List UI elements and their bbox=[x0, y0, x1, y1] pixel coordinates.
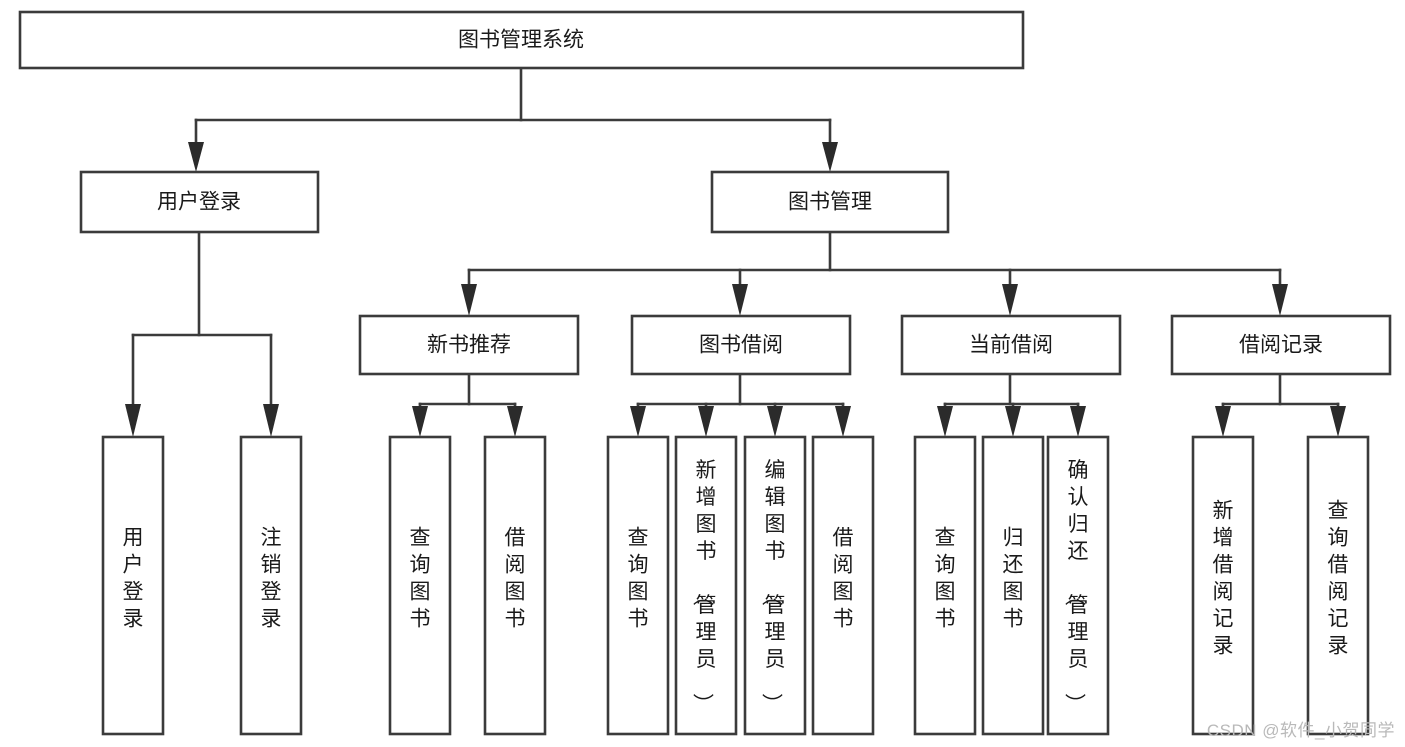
node-leaf-add-record-box[interactable] bbox=[1191, 435, 1255, 736]
arrow-head-leaf-borrow-book-2 bbox=[835, 406, 851, 437]
node-leaf-query-record-box[interactable] bbox=[1306, 435, 1370, 736]
arrow-head-leaf-query-book-1 bbox=[412, 406, 428, 437]
node-leaf-query-book-3-box[interactable] bbox=[913, 435, 977, 736]
node-root-box[interactable] bbox=[18, 10, 1025, 70]
node-leaf-edit-book-label: 编辑图书（管理员） bbox=[760, 459, 786, 714]
node-book-borrow-box[interactable] bbox=[630, 314, 852, 376]
node-leaf-return-book[interactable]: 归还图书 bbox=[981, 435, 1045, 736]
node-current-borrow-box[interactable] bbox=[900, 314, 1122, 376]
node-leaf-user-login[interactable]: 用户登录 bbox=[101, 435, 165, 736]
node-leaf-confirm-return-box[interactable] bbox=[1046, 435, 1110, 736]
node-book-manage-label: 图书管理 bbox=[788, 191, 872, 214]
node-current-borrow-label: 当前借阅 bbox=[969, 334, 1053, 357]
node-new-book-recommend-box[interactable] bbox=[358, 314, 580, 376]
arrow-head-leaf-add-record bbox=[1215, 406, 1231, 437]
arrow-head-new-book-recommend bbox=[461, 284, 477, 316]
arrow-head-leaf-return-book bbox=[1005, 406, 1021, 437]
node-leaf-add-book-label: 新增图书（管理员） bbox=[691, 459, 717, 714]
node-user-login-label: 用户登录 bbox=[157, 191, 241, 214]
arrow-head-leaf-confirm-return bbox=[1070, 406, 1086, 437]
connector-group-new-book-recommend bbox=[412, 372, 523, 437]
node-current-borrow[interactable]: 当前借阅 bbox=[900, 314, 1122, 376]
connector-group-root bbox=[188, 66, 838, 172]
node-leaf-confirm-return-label: 确认归还（管理员） bbox=[1063, 459, 1089, 714]
node-new-book-recommend[interactable]: 新书推荐 bbox=[358, 314, 580, 376]
arrow-head-leaf-query-book-3 bbox=[937, 406, 953, 437]
arrow-head-leaf-user-logout bbox=[263, 404, 279, 437]
node-leaf-borrow-book-2[interactable]: 借阅图书 bbox=[811, 435, 875, 736]
node-borrow-record-box[interactable] bbox=[1170, 314, 1392, 376]
node-leaf-add-record-label: 新增借阅记录 bbox=[1213, 500, 1234, 658]
arrow-head-book-borrow bbox=[732, 284, 748, 316]
node-new-book-recommend-label: 新书推荐 bbox=[427, 334, 511, 357]
arrow-head-leaf-borrow-book-1 bbox=[507, 406, 523, 437]
node-leaf-borrow-book-1-label: 借阅图书 bbox=[505, 527, 526, 631]
node-leaf-borrow-book-2-box[interactable] bbox=[811, 435, 875, 736]
node-leaf-add-record[interactable]: 新增借阅记录 bbox=[1191, 435, 1255, 736]
node-book-manage[interactable]: 图书管理 bbox=[710, 170, 950, 234]
node-leaf-query-book-1-label: 查询图书 bbox=[410, 527, 431, 631]
node-leaf-query-book-1[interactable]: 查询图书 bbox=[388, 435, 452, 736]
connector-group-borrow-record bbox=[1215, 372, 1346, 437]
node-leaf-return-book-box[interactable] bbox=[981, 435, 1045, 736]
node-leaf-confirm-return[interactable]: 确认归还（管理员） bbox=[1046, 435, 1110, 736]
arrow-head-leaf-query-book-2 bbox=[630, 406, 646, 437]
node-leaf-user-logout-box[interactable] bbox=[239, 435, 303, 736]
node-root-label: 图书管理系统 bbox=[458, 29, 584, 52]
node-leaf-query-book-3-label: 查询图书 bbox=[935, 527, 956, 631]
node-user-login[interactable]: 用户登录 bbox=[79, 170, 320, 234]
node-leaf-query-book-1-box[interactable] bbox=[388, 435, 452, 736]
node-leaf-query-book-2[interactable]: 查询图书 bbox=[606, 435, 670, 736]
node-leaf-query-book-3[interactable]: 查询图书 bbox=[913, 435, 977, 736]
arrow-head-leaf-add-book bbox=[698, 406, 714, 437]
arrow-head-borrow-record bbox=[1272, 284, 1288, 316]
node-leaf-edit-book-box[interactable] bbox=[743, 435, 807, 736]
node-leaf-edit-book[interactable]: 编辑图书（管理员） bbox=[743, 435, 807, 736]
node-leaf-borrow-book-1[interactable]: 借阅图书 bbox=[483, 435, 547, 736]
connector-group-current-borrow bbox=[937, 372, 1086, 437]
node-leaf-user-logout[interactable]: 注销登录 bbox=[239, 435, 303, 736]
arrow-head-current-borrow bbox=[1002, 284, 1018, 316]
arrow-head-leaf-edit-book bbox=[767, 406, 783, 437]
node-leaf-user-login-box[interactable] bbox=[101, 435, 165, 736]
connector-group-user-login bbox=[125, 230, 279, 437]
arrow-head-leaf-user-login bbox=[125, 404, 141, 437]
node-book-manage-box[interactable] bbox=[710, 170, 950, 234]
node-root[interactable]: 图书管理系统 bbox=[18, 10, 1025, 70]
node-leaf-query-book-2-box[interactable] bbox=[606, 435, 670, 736]
node-borrow-record[interactable]: 借阅记录 bbox=[1170, 314, 1392, 376]
node-leaf-borrow-book-2-label: 借阅图书 bbox=[833, 527, 854, 631]
node-leaf-query-record-label: 查询借阅记录 bbox=[1328, 500, 1349, 658]
connector-group-book-borrow bbox=[630, 372, 851, 437]
node-leaf-return-book-label: 归还图书 bbox=[1003, 527, 1024, 631]
arrow-head-leaf-query-record bbox=[1330, 406, 1346, 437]
node-book-borrow-label: 图书借阅 bbox=[699, 334, 783, 357]
node-borrow-record-label: 借阅记录 bbox=[1239, 334, 1323, 357]
connector-group-book-manage bbox=[461, 230, 1288, 316]
arrow-head-book-manage bbox=[822, 142, 838, 172]
node-leaf-add-book-box[interactable] bbox=[674, 435, 738, 736]
node-leaf-user-login-label: 用户登录 bbox=[123, 527, 144, 631]
node-leaf-borrow-book-1-box[interactable] bbox=[483, 435, 547, 736]
node-user-login-box[interactable] bbox=[79, 170, 320, 234]
node-leaf-query-book-2-label: 查询图书 bbox=[628, 527, 649, 631]
node-leaf-query-record[interactable]: 查询借阅记录 bbox=[1306, 435, 1370, 736]
node-leaf-user-logout-label: 注销登录 bbox=[261, 527, 282, 631]
arrow-head-user-login bbox=[188, 142, 204, 172]
node-book-borrow[interactable]: 图书借阅 bbox=[630, 314, 852, 376]
node-leaf-add-book[interactable]: 新增图书（管理员） bbox=[674, 435, 738, 736]
